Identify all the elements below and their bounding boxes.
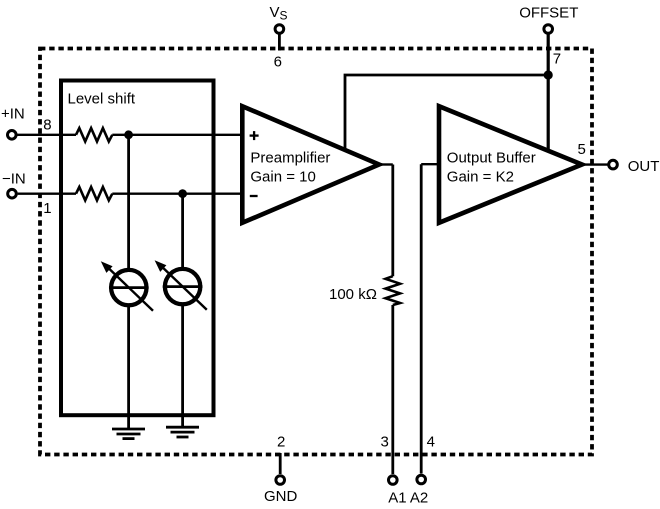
svg-text:5: 5 [578,141,586,158]
svg-text:+IN: +IN [1,105,25,122]
svg-text:Output Buffer: Output Buffer [447,149,536,166]
svg-text:−IN: −IN [2,170,26,187]
svg-text:A1 A2: A1 A2 [388,489,428,506]
svg-text:100 kΩ: 100 kΩ [329,286,377,303]
svg-text:GND: GND [264,488,298,505]
svg-text:V: V [270,4,280,21]
svg-text:3: 3 [381,434,389,451]
svg-text:Level shift: Level shift [68,90,136,107]
svg-text:OFFSET: OFFSET [519,5,578,22]
svg-text:4: 4 [427,434,435,451]
svg-text:S: S [280,9,288,23]
svg-text:2: 2 [277,434,285,451]
svg-text:Preamplifier: Preamplifier [250,149,330,166]
svg-text:1: 1 [43,200,51,217]
svg-text:Gain = K2: Gain = K2 [447,169,514,186]
svg-text:8: 8 [43,116,51,133]
svg-text:6: 6 [274,53,282,70]
svg-text:7: 7 [553,51,561,68]
svg-text:OUT: OUT [628,158,660,175]
svg-text:Gain = 10: Gain = 10 [250,169,315,186]
